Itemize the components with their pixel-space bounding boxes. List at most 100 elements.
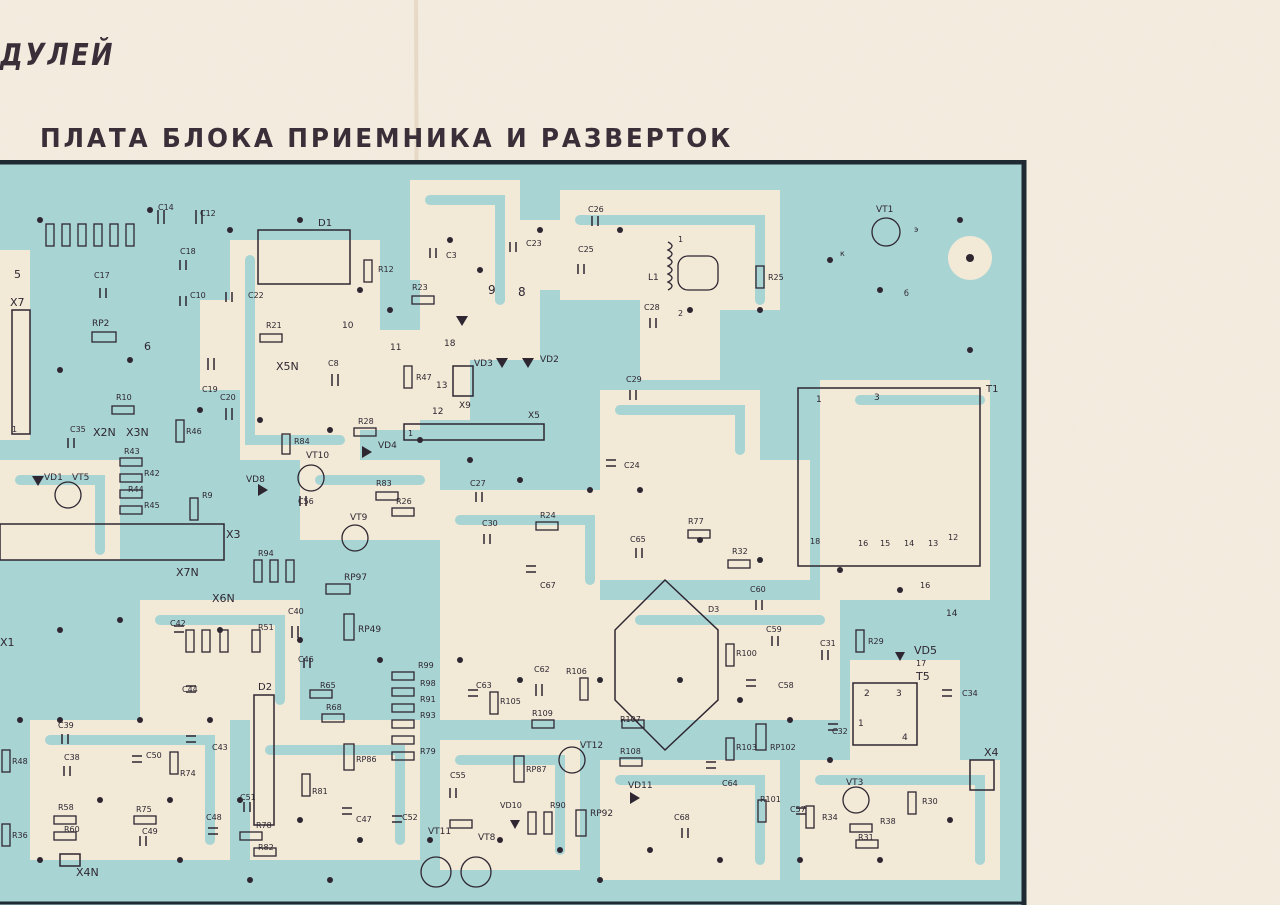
c20-label: C20: [220, 393, 236, 402]
rp87-label: RP87: [526, 765, 547, 774]
r42-label: R42: [144, 469, 160, 478]
circuit-board: D1 D2 D3 T1 T5 X3 X5 X7 X4 X9 X4N X1 X5N…: [0, 160, 1027, 905]
c22-label: C22: [248, 291, 264, 300]
c12-label: C12: [200, 209, 216, 218]
x4-label: X4: [984, 746, 999, 759]
r84-label: R84: [294, 437, 310, 446]
c67-label: C67: [540, 581, 556, 590]
vt10-label: VT10: [306, 451, 329, 461]
r101-label: R101: [760, 795, 781, 804]
r31-label: R31: [858, 833, 874, 842]
connector-x3: [0, 523, 225, 561]
t1-pin-15: 15: [880, 539, 890, 548]
c23-label: C23: [526, 239, 542, 248]
node-9: 9: [488, 283, 496, 297]
r30-label: R30: [922, 797, 938, 806]
c43-label: C43: [212, 743, 228, 752]
r32-label: R32: [732, 547, 748, 556]
t1-pin-18: 18: [810, 537, 820, 546]
d3-label: D3: [708, 605, 719, 614]
c17-label: C17: [94, 271, 110, 280]
vt1-label: VT1: [876, 205, 893, 215]
t5-pin-4: 4: [902, 733, 908, 743]
t1-pin-12: 12: [948, 533, 958, 542]
connector-x7: [11, 309, 31, 435]
r12-label: R12: [378, 265, 394, 274]
node-5: 5: [14, 268, 21, 281]
vd8-label: VD8: [246, 475, 265, 485]
mounting-hole-center: [966, 254, 974, 262]
connector-x5: [403, 423, 545, 441]
r107-label: R107: [620, 715, 641, 724]
x5-label: X5: [528, 411, 540, 421]
r26-label: R26: [396, 497, 412, 506]
c35-label: C35: [70, 425, 86, 434]
x7n-label: X7N: [176, 566, 199, 579]
r106-label: R106: [566, 667, 587, 676]
d1-label: D1: [318, 218, 332, 229]
c19-label: C19: [202, 385, 218, 394]
chip-d1: [257, 229, 351, 285]
l1-pin-1: 1: [678, 235, 683, 244]
vt9-label: VT9: [350, 513, 368, 523]
r58-label: R58: [58, 803, 74, 812]
c28-label: C28: [644, 303, 660, 312]
c56-label: C56: [298, 497, 314, 506]
c31-label: C31: [820, 639, 836, 648]
r74-label: R74: [180, 769, 196, 778]
c49-label: C49: [142, 827, 158, 836]
transistor-outlines: [54, 217, 901, 888]
t5-pin-1: 1: [858, 719, 864, 729]
c62-label: C62: [534, 665, 550, 674]
r90-label: R90: [550, 801, 566, 810]
vd3-label: VD3: [474, 359, 493, 369]
r109-label: R109: [532, 709, 553, 718]
vt5-label: VT5: [72, 473, 89, 483]
r44-label: R44: [128, 485, 144, 494]
x6n-label: X6N: [212, 592, 235, 605]
t1-label: T1: [985, 384, 998, 395]
node-6: 6: [144, 340, 151, 353]
rp2-label: RP2: [92, 319, 109, 329]
t5-pin-2: 2: [864, 689, 870, 699]
r25-label: R25: [768, 273, 784, 282]
c34-label: C34: [962, 689, 978, 698]
t1-pin-16: 16: [858, 539, 868, 548]
r21-label: R21: [266, 321, 282, 330]
vt1-pin-e: э: [914, 225, 918, 234]
node-18: 18: [444, 339, 456, 349]
c29-label: C29: [626, 375, 642, 384]
r78-label: R78: [256, 821, 272, 830]
t5-pin-3: 3: [896, 689, 902, 699]
chip-d2: [253, 694, 275, 826]
c57-label: C57: [790, 805, 806, 814]
board-traces: [15, 195, 985, 865]
node-13: 13: [436, 381, 447, 391]
potentiometer-bodies: [91, 331, 767, 837]
node-16: 16: [920, 581, 930, 590]
x3-label: X3: [226, 528, 241, 541]
c18-label: C18: [180, 247, 196, 256]
x5n-label: X5N: [276, 360, 299, 373]
vd1-label: VD1: [44, 473, 63, 483]
c38-label: C38: [64, 753, 80, 762]
c52-label: C52: [402, 813, 418, 822]
r51-label: R51: [258, 623, 274, 632]
r10-label: R10: [116, 393, 132, 402]
c63-label: C63: [476, 681, 492, 690]
r94-label: R94: [258, 549, 274, 558]
r81-label: R81: [312, 787, 328, 796]
t1-pin-3: 3: [874, 393, 880, 403]
c58-label: C58: [778, 681, 794, 690]
r28-label: R28: [358, 417, 374, 426]
r91-label: R91: [420, 695, 436, 704]
x7-pin-1: 1: [12, 425, 17, 434]
transformer-t5: [852, 682, 918, 746]
capacitor-bodies: [61, 210, 952, 846]
node-17: 17: [916, 659, 926, 668]
c51-label: C51: [240, 793, 256, 802]
chip-d3: [614, 578, 719, 752]
c60-label: C60: [750, 585, 766, 594]
vt1-pin-b: б: [904, 289, 909, 298]
r79-label: R79: [420, 747, 436, 756]
